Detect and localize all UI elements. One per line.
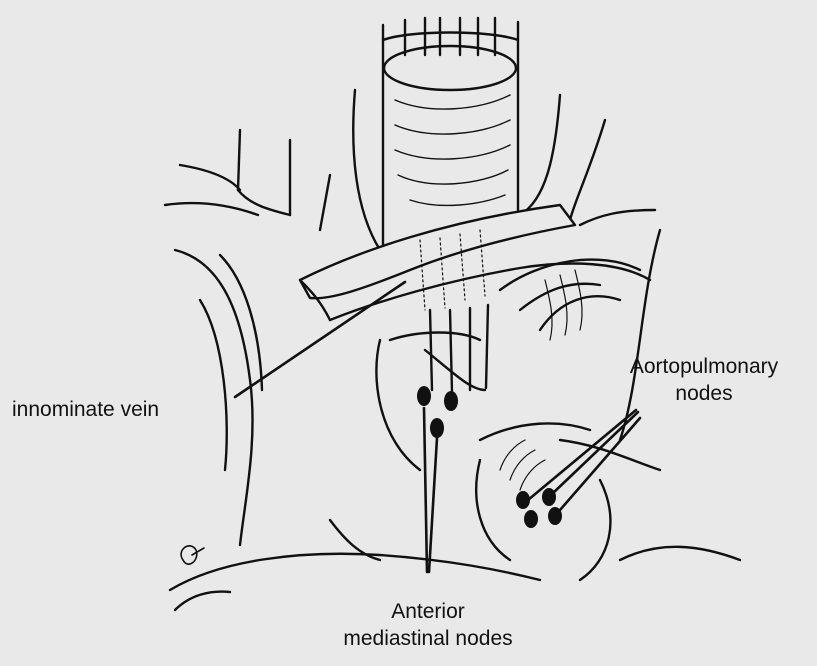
aortopulmonary-nodes	[516, 488, 562, 528]
node	[444, 391, 458, 411]
aortopulmonary-nodes-label: Aortopulmonary nodes	[598, 353, 810, 407]
innominate-vein-label: innominate vein	[12, 396, 159, 423]
innominate-vein-band	[300, 205, 650, 320]
node	[430, 418, 444, 438]
aortopulmonary-text-line2: nodes	[598, 380, 810, 407]
anterior-leader-line-2	[429, 438, 437, 572]
anterior-mediastinal-nodes-label: Anterior mediastinal nodes	[328, 598, 528, 652]
artist-signature	[181, 546, 204, 564]
anterior-text-line1: Anterior	[328, 598, 528, 625]
esophagus	[425, 305, 488, 392]
aortopulmonary-text-line1: Aortopulmonary	[598, 353, 810, 380]
innominate-vein-text: innominate vein	[12, 396, 159, 423]
heart-base-outline	[170, 520, 740, 610]
anterior-text-line2: mediastinal nodes	[328, 625, 528, 652]
node	[417, 386, 431, 406]
anterior-leader-line-1	[424, 408, 427, 572]
node	[524, 510, 538, 528]
left-vessel-outline	[165, 203, 262, 545]
aortic-arch	[500, 230, 660, 440]
